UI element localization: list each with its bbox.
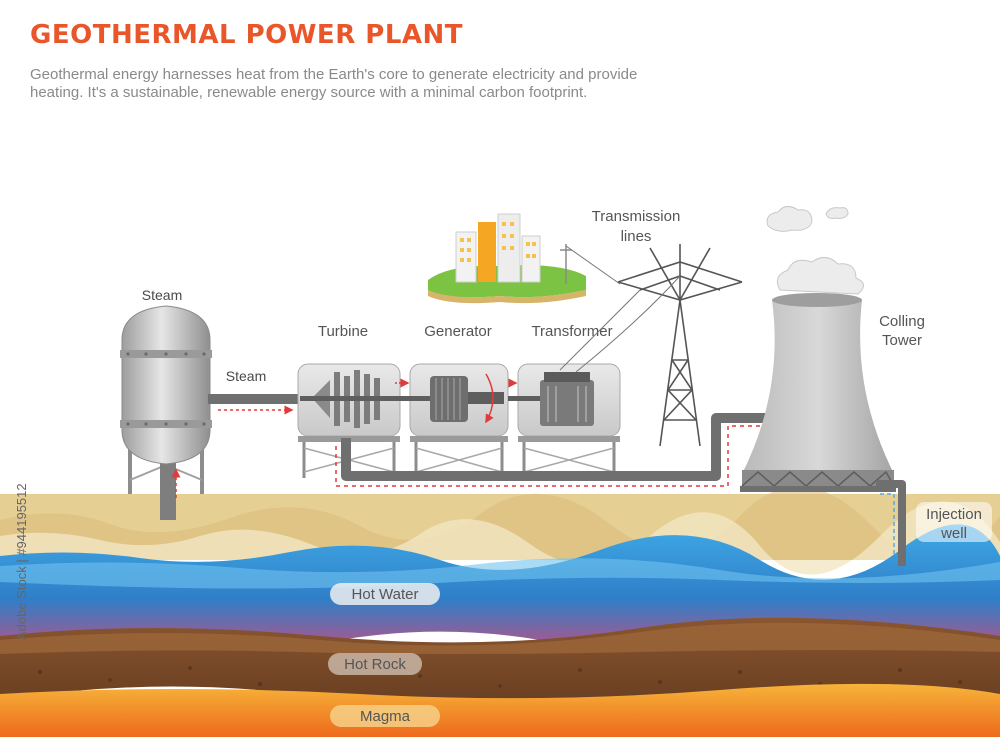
- transformer-label: Transformer: [531, 323, 612, 340]
- hot-rock-label: Hot Rock: [344, 656, 406, 673]
- power-line-2: [559, 289, 641, 371]
- transmission-label-1: Transmission: [592, 208, 681, 225]
- hot-water-badge: Hot Water: [330, 583, 440, 605]
- steam-cloud: [766, 206, 864, 295]
- steam-pipe: [208, 394, 304, 415]
- turbine-label: Turbine: [318, 323, 368, 340]
- magma-layer: [0, 683, 1000, 737]
- generator: [400, 363, 509, 478]
- generator-label: Generator: [424, 323, 492, 340]
- hot-rock-badge: Hot Rock: [328, 653, 422, 675]
- rock-band: [0, 622, 1000, 654]
- page-description: Geothermal energy harnesses heat from th…: [30, 66, 638, 101]
- power-line-1: [565, 245, 621, 285]
- cooling-tower-label-2: Tower: [882, 332, 922, 349]
- injection-well: [876, 480, 992, 566]
- hot-water-label: Hot Water: [352, 586, 419, 603]
- page-title: GEOTHERMAL POWER PLANT: [30, 20, 464, 50]
- stock-id-text: Adobe Stock | #944195512: [14, 483, 29, 640]
- transmission-label-2: lines: [621, 228, 652, 245]
- cooling-tower: [740, 293, 896, 492]
- magma-badge: Magma: [330, 705, 440, 727]
- power-line-3: [575, 275, 681, 373]
- water-highlight: [0, 558, 1000, 589]
- injection-well-label-1: Injection: [926, 506, 982, 523]
- rock-dots: [37, 666, 962, 688]
- transformer: [508, 363, 621, 478]
- injection-well-label-2: well: [940, 525, 967, 542]
- steam-pipe-label: Steam: [226, 368, 266, 384]
- return-pipe: [335, 394, 803, 487]
- steam-tank-label: Steam: [142, 287, 182, 303]
- steam-tank: [120, 305, 212, 520]
- magma-label: Magma: [360, 708, 411, 725]
- underground: [0, 486, 1000, 737]
- city: [428, 213, 586, 304]
- cooling-tower-label-1: Colling: [879, 313, 925, 330]
